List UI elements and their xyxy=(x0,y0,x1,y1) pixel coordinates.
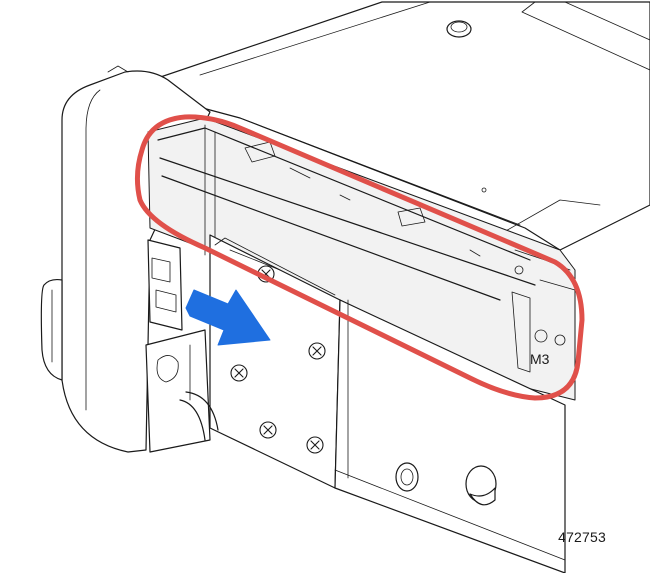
lower-thumbscrew xyxy=(465,465,497,506)
highlight-outline xyxy=(134,114,585,401)
chassis-front-lower xyxy=(334,299,566,573)
screw-4 xyxy=(259,421,277,439)
slot-label-m3: M3 xyxy=(530,351,550,367)
lower-screw-left xyxy=(395,462,419,492)
screw-5 xyxy=(306,436,324,454)
figure-id-label: 472753 xyxy=(558,529,606,545)
direction-arrow xyxy=(185,289,271,346)
screw-3 xyxy=(230,364,248,382)
screw-2 xyxy=(308,342,326,360)
release-latch xyxy=(145,239,219,453)
chassis-top-cover xyxy=(127,1,650,251)
carrier-screws xyxy=(230,265,326,454)
